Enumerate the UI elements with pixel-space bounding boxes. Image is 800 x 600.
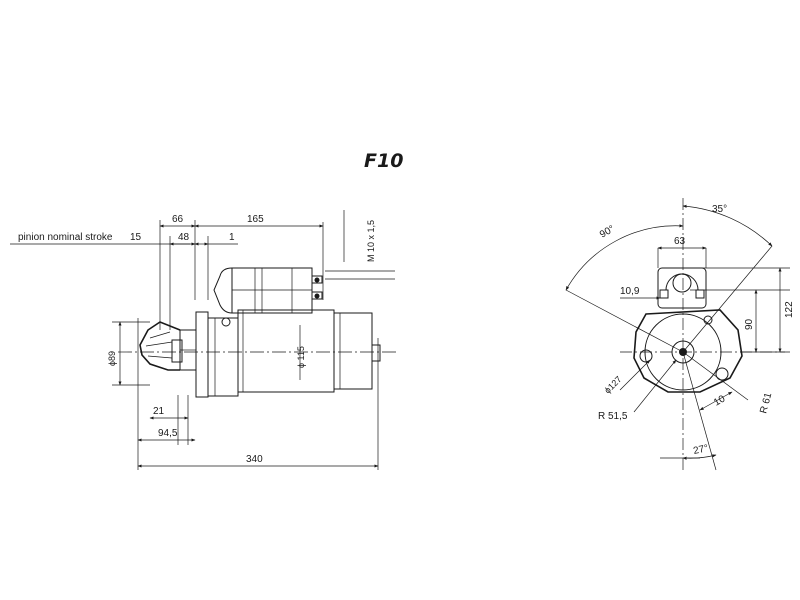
dim-dia-115: ϕ 115: [296, 346, 306, 368]
end-solenoid: [657, 267, 707, 309]
dim-122: 122: [784, 301, 795, 318]
dim-165: 165: [247, 214, 264, 225]
dim-dia-127: ϕ127: [602, 374, 623, 395]
dim-66: 66: [172, 214, 184, 225]
dim-94-5: 94,5: [158, 428, 178, 439]
motor-body: ϕ 115: [237, 309, 381, 393]
dim-63: 63: [674, 236, 686, 247]
angle-35: 35°: [712, 204, 727, 215]
dim-340: 340: [246, 454, 263, 465]
drive-housing: [139, 311, 239, 398]
angle-27: 27°: [692, 443, 709, 457]
pinion-stroke-label: pinion nominal stroke: [18, 232, 113, 243]
side-view: pinion nominal stroke 15 66 165 48 1 M 1…: [10, 210, 398, 470]
dim-dia-89: ϕ89: [107, 351, 117, 366]
dim-10: 10: [712, 393, 728, 408]
dim-10-9: 10,9: [620, 286, 640, 297]
dim-r-51-5: R 51,5: [598, 411, 628, 422]
pinion-stroke-note: pinion nominal stroke 15: [10, 232, 190, 245]
angle-90: 90°: [598, 224, 617, 241]
drawing-title: F10: [364, 150, 403, 172]
dim-thread: M 10 x 1,5: [366, 220, 376, 262]
dim-21: 21: [153, 406, 165, 417]
dim-90: 90: [744, 318, 755, 330]
end-view: 90° 35° 63 10,9: [565, 198, 795, 471]
pinion-stroke-value: 15: [130, 232, 142, 243]
dim-48: 48: [178, 232, 190, 243]
end-flange: [633, 309, 743, 393]
solenoid: [213, 267, 323, 314]
dim-1: 1: [229, 232, 235, 243]
dim-r-61: R 61: [758, 391, 774, 415]
